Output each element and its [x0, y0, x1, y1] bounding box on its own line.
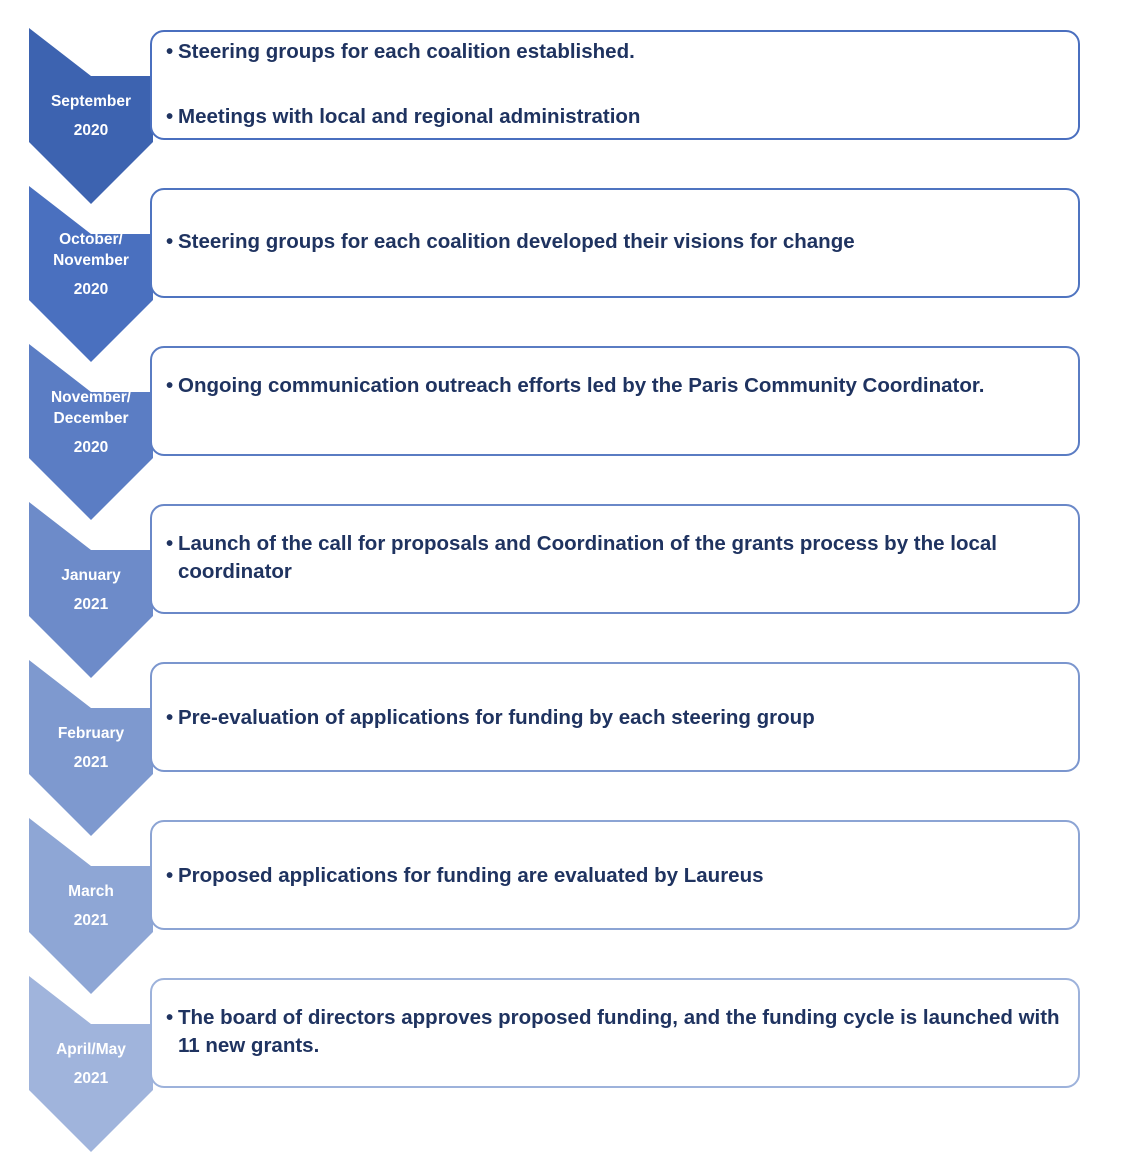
- step-year: 2021: [73, 1070, 109, 1087]
- step-bullet-item: Steering groups for each coalition devel…: [166, 228, 1062, 256]
- step-bullet-list: Steering groups for each coalition devel…: [166, 228, 1062, 256]
- timeline-step: March 2021 Proposed applications for fundi…: [0, 818, 1143, 994]
- step-date-line1: February: [57, 725, 125, 742]
- chevron-shape: [29, 976, 153, 1152]
- step-date-line1: January: [61, 567, 121, 584]
- timeline-step: November/December 2020 Ongoing communicati…: [0, 344, 1143, 520]
- chevron-down-icon: [29, 344, 153, 520]
- step-description-box: Pre-evaluation of applications for fundi…: [150, 662, 1080, 772]
- step-bullet-item: Steering groups for each coalition estab…: [166, 38, 1062, 66]
- step-description-box: Steering groups for each coalition devel…: [150, 188, 1080, 298]
- step-date-label: February 2021: [29, 684, 153, 812]
- chevron-shape: [29, 660, 153, 836]
- chevron-shape: [29, 28, 153, 204]
- step-bullet-list: The board of directors approves proposed…: [166, 1004, 1062, 1060]
- chevron-shape: [29, 344, 153, 520]
- step-bullet-item: Ongoing communication outreach efforts l…: [166, 372, 1062, 400]
- chevron-down-icon: [29, 818, 153, 994]
- timeline-step: February 2021 Pre-evaluation of applicatio…: [0, 660, 1143, 836]
- step-date-line1: October/: [59, 230, 123, 248]
- step-bullet-item: The board of directors approves proposed…: [166, 1004, 1062, 1060]
- step-date-line2: November: [53, 251, 129, 269]
- step-bullet-item: Launch of the call for proposals and Coo…: [166, 530, 1062, 586]
- step-date-line1: September: [50, 93, 132, 110]
- step-date-line2: December: [53, 409, 129, 427]
- step-description-box: Launch of the call for proposals and Coo…: [150, 504, 1080, 614]
- step-bullet-list: Ongoing communication outreach efforts l…: [166, 372, 1062, 400]
- step-bullet-list: Launch of the call for proposals and Coo…: [166, 530, 1062, 586]
- timeline-step: September 2020 Steering groups for each co…: [0, 28, 1143, 204]
- step-year: 2021: [73, 754, 109, 771]
- step-bullet-item: Proposed applications for funding are ev…: [166, 862, 1062, 890]
- step-date-label: September 2020: [29, 52, 153, 180]
- chevron-down-icon: [29, 976, 153, 1152]
- chevron-down-icon: [29, 660, 153, 836]
- chevron-shape: [29, 502, 153, 678]
- chevron-shape: [29, 818, 153, 994]
- step-year: 2021: [73, 596, 109, 613]
- step-date-label: April/May 2021: [29, 1000, 153, 1128]
- chevron-down-icon: [29, 186, 153, 362]
- step-year: 2020: [73, 122, 109, 139]
- step-description-box: The board of directors approves proposed…: [150, 978, 1080, 1088]
- step-year: 2020: [73, 438, 109, 456]
- chevron-down-icon: [29, 502, 153, 678]
- step-description-box: Steering groups for each coalition estab…: [150, 30, 1080, 140]
- step-date-line1: April/May: [56, 1041, 126, 1058]
- step-date-label: November/December 2020: [29, 358, 153, 486]
- step-bullet-item: Pre-evaluation of applications for fundi…: [166, 704, 1062, 732]
- step-date-label: January 2021: [29, 526, 153, 654]
- chevron-down-icon: [29, 28, 153, 204]
- step-year: 2020: [73, 280, 109, 298]
- step-date-line1: March: [68, 883, 114, 900]
- step-bullet-list: Proposed applications for funding are ev…: [166, 862, 1062, 890]
- step-year: 2021: [73, 912, 109, 929]
- step-bullet-list: Steering groups for each coalition estab…: [166, 38, 1062, 131]
- step-bullet-item: Meetings with local and regional adminis…: [166, 103, 1062, 131]
- step-date-label: March 2021: [29, 842, 153, 970]
- step-description-box: Proposed applications for funding are ev…: [150, 820, 1080, 930]
- chevron-shape: [29, 186, 153, 362]
- step-bullet-list: Pre-evaluation of applications for fundi…: [166, 704, 1062, 732]
- step-description-box: Ongoing communication outreach efforts l…: [150, 346, 1080, 456]
- timeline-step: April/May 2021 The board of directors appr…: [0, 976, 1143, 1152]
- timeline-step: January 2021 Launch of the call for propos…: [0, 502, 1143, 678]
- step-date-line1: November/: [50, 388, 132, 406]
- timeline-step: October/November 2020 Steering groups for …: [0, 186, 1143, 362]
- step-date-label: October/November 2020: [29, 200, 153, 328]
